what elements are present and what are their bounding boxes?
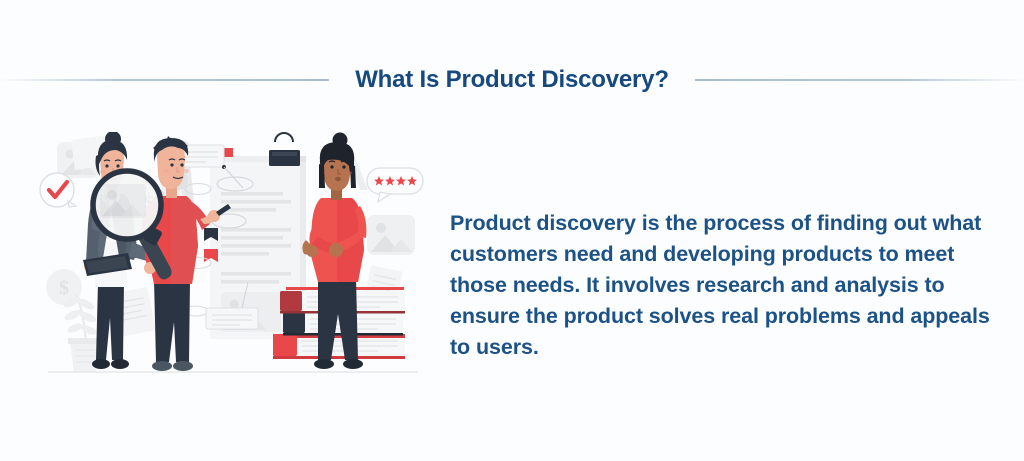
potted-plant	[63, 294, 102, 372]
page-header: What Is Product Discovery?	[0, 60, 1024, 100]
divider-left	[0, 79, 330, 81]
image-placeholder-icon-2	[367, 215, 415, 255]
star-rating-speech-bubble	[366, 167, 424, 204]
binder-clip	[269, 132, 300, 166]
body-paragraph: Product discovery is the process of find…	[450, 210, 990, 359]
document-tab-dark	[204, 228, 218, 241]
magnifying-glass	[90, 168, 172, 280]
tablet-device	[83, 253, 132, 276]
divider-right	[694, 79, 1024, 81]
page-title: What Is Product Discovery?	[355, 66, 669, 93]
product-discovery-illustration: $ $	[28, 132, 428, 387]
dollar-coin-background-icon: $	[46, 269, 82, 305]
svg-text:$: $	[59, 277, 69, 299]
woman-holding-magnifying-glass	[302, 132, 367, 369]
star-icons	[374, 176, 417, 186]
checkmark-speech-bubble	[39, 172, 78, 208]
